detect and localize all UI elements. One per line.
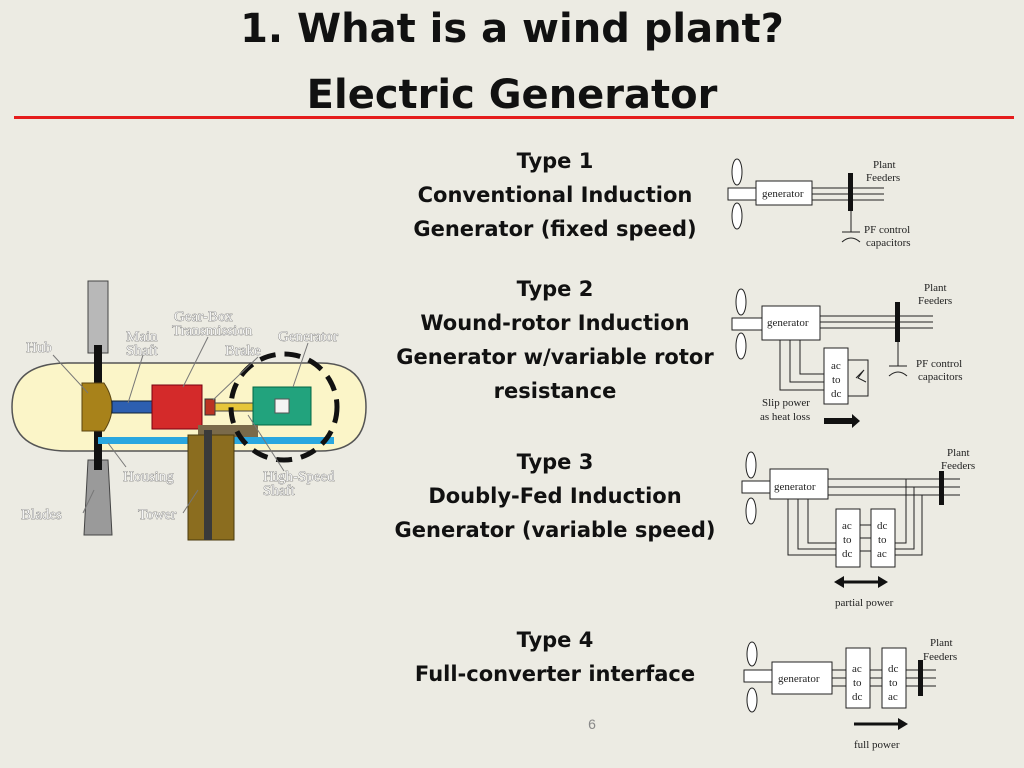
t3-partial-power-label: partial power: [835, 597, 894, 609]
t2-capacitors-label: capacitors: [918, 371, 963, 383]
t2-feeders-label: Feeders: [918, 295, 952, 307]
label-hub: Hub: [26, 340, 52, 356]
blade-top: [87, 280, 109, 354]
label-brake: Brake: [225, 343, 261, 359]
label-high-speed-1: High-Speed: [263, 469, 335, 485]
label-gearbox-1: Gear-Box: [174, 309, 233, 325]
label-blades: Blades: [21, 507, 62, 523]
t3-feeders-label: Feeders: [941, 460, 975, 472]
generator-highlight-circle: [228, 351, 340, 463]
high-speed-shaft: [214, 402, 254, 412]
label-high-speed-2: Shaft: [263, 483, 295, 499]
t4-to-label-1: to: [853, 677, 862, 689]
type3-line2: Doubly-Fed Induction: [428, 484, 682, 508]
type2-line3: Generator w/variable rotor: [396, 345, 714, 369]
wind-turbine-diagram: Hub Main Shaft Gear-Box Transmission Bra…: [11, 280, 367, 541]
t3-dc-label-1: dc: [842, 548, 853, 560]
t1-feeders-label: Feeders: [866, 172, 900, 184]
gearbox: [151, 384, 203, 430]
t3-to-label-2: to: [878, 534, 887, 546]
label-gearbox-2: Transmission: [172, 323, 253, 339]
t2-pf-control-label: PF control: [916, 358, 962, 370]
t3-ac-label-2: ac: [877, 548, 887, 560]
t2-slip-power-label-2: as heat loss: [760, 411, 810, 423]
main-shaft: [111, 400, 153, 414]
page-number: 6: [588, 716, 596, 732]
t2-dc-label: dc: [831, 388, 842, 400]
t2-plant-label: Plant: [924, 282, 947, 294]
t3-to-label-1: to: [843, 534, 852, 546]
label-tower: Tower: [138, 507, 176, 523]
label-main-shaft-2: Shaft: [126, 343, 158, 359]
type3-heading: Type 3: [516, 450, 594, 474]
type3-diagram: generator Plant Feeders ac to dc dc to a…: [741, 447, 975, 609]
type3-block: Type 3 Doubly-Fed Induction Generator (v…: [380, 445, 730, 547]
t1-pf-control-label: PF control: [864, 224, 910, 236]
slide-title-line2: Electric Generator: [306, 72, 718, 118]
t2-generator-label: generator: [767, 317, 809, 329]
label-generator: Generator: [278, 329, 338, 345]
t3-ac-label: ac: [842, 520, 852, 532]
type1-block: Type 1 Conventional Induction Generator …: [380, 144, 730, 246]
type1-heading: Type 1: [516, 149, 594, 173]
type2-line4: resistance: [493, 379, 617, 403]
t3-generator-label: generator: [774, 481, 816, 493]
blade-bottom: [83, 459, 113, 536]
t4-feeders-label: Feeders: [923, 651, 957, 663]
t2-ac-label: ac: [831, 360, 841, 372]
label-housing: Housing: [123, 469, 174, 485]
type3-line3: Generator (variable speed): [394, 518, 716, 542]
type2-line2: Wound-rotor Induction: [420, 311, 690, 335]
t1-capacitors-label: capacitors: [866, 237, 911, 249]
t4-dc-label-1: dc: [852, 691, 863, 703]
brake: [204, 398, 216, 416]
type1-line3: Generator (fixed speed): [413, 217, 697, 241]
type4-heading: Type 4: [516, 628, 594, 652]
t1-generator-label: generator: [762, 188, 804, 200]
title-underline: [14, 116, 1014, 119]
type2-diagram: generator Plant Feeders PF control capac…: [731, 282, 963, 428]
t2-to-label: to: [832, 374, 841, 386]
type2-heading: Type 2: [516, 277, 594, 301]
t4-generator-label: generator: [778, 673, 820, 685]
t4-ac-label-1: ac: [852, 663, 862, 675]
t4-full-power-label: full power: [854, 739, 900, 751]
type2-block: Type 2 Wound-rotor Induction Generator w…: [380, 272, 730, 408]
slide-title-line1: 1. What is a wind plant?: [240, 6, 784, 52]
label-main-shaft-1: Main: [126, 329, 158, 345]
t4-ac-label-2: ac: [888, 691, 898, 703]
type4-diagram: generator ac to dc dc to ac Plant Feeder…: [743, 637, 957, 751]
t4-plant-label: Plant: [930, 637, 953, 649]
t3-plant-label: Plant: [947, 447, 970, 459]
type4-block: Type 4 Full-converter interface: [380, 623, 730, 691]
type1-diagram: generator Plant Feeders PF control capac…: [727, 158, 911, 249]
t1-plant-label: Plant: [873, 159, 896, 171]
type1-line2: Conventional Induction: [417, 183, 693, 207]
t4-dc-label-2: dc: [888, 663, 899, 675]
type4-line2: Full-converter interface: [414, 662, 696, 686]
t2-slip-power-label-1: Slip power: [762, 397, 810, 409]
t3-dc-label-2: dc: [877, 520, 888, 532]
hub: [81, 382, 113, 432]
t4-to-label-2: to: [889, 677, 898, 689]
